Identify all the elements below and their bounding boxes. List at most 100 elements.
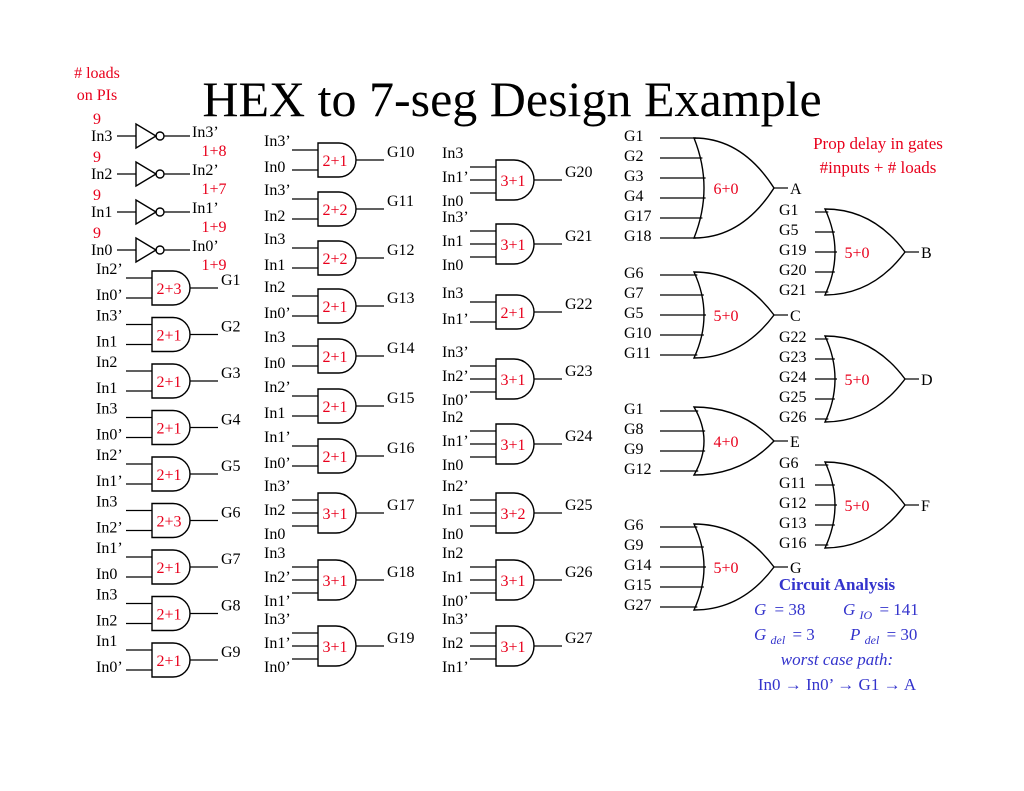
and-gate-symbol <box>317 288 357 324</box>
and-gate-cost: 2+1 <box>156 467 181 484</box>
or-gate-input-label: G8 <box>624 421 644 438</box>
and-gate-symbol <box>151 549 191 585</box>
or-gate-cost: 6+0 <box>713 181 738 198</box>
and-gate-cost: 2+1 <box>322 153 347 170</box>
analysis-heading: Circuit Analysis <box>779 575 896 594</box>
and-gate-symbol <box>495 223 535 265</box>
and-gate-g5: In2’In1’G52+1 <box>96 447 241 492</box>
and-gate-input-label: In1’ <box>442 169 469 186</box>
and-gate-input-label: In3’ <box>96 308 123 325</box>
and-gate-input-label: In0’ <box>96 659 123 676</box>
or-gate-input-label: G25 <box>779 389 807 406</box>
and-gate-input-label: In1’ <box>96 540 123 557</box>
and-gate-output-label: G7 <box>221 551 241 568</box>
and-gate-input-label: In3’ <box>264 182 291 199</box>
and-gate-cost: 2+1 <box>322 299 347 316</box>
or-gate-input-label: G4 <box>624 188 644 205</box>
or-gate-input-label: G26 <box>779 409 807 426</box>
worst-path-step-2: In0’ <box>806 675 834 694</box>
and-gate-symbol <box>495 559 535 601</box>
gate-count: G = 38 <box>754 600 805 619</box>
and-gate-g1: In2’In0’G12+3 <box>96 261 241 306</box>
and-gate-output-label: G15 <box>387 390 415 407</box>
inverter-cost: 1+9 <box>201 219 226 236</box>
prop-delay-value: = 30 <box>887 625 918 644</box>
and-gate-cost: 2+1 <box>156 328 181 345</box>
and-gate-output-label: G23 <box>565 363 593 380</box>
and-gate-input-label: In0 <box>442 457 463 474</box>
or-gate-cost: 5+0 <box>844 245 869 262</box>
and-gate-cost: 2+1 <box>500 305 525 322</box>
and-gate-input-label: In3’ <box>442 209 469 226</box>
and-gate-symbol <box>317 388 357 424</box>
or-gate-cost: 5+0 <box>844 498 869 515</box>
or-gate-input-label: G12 <box>779 495 807 512</box>
and-gate-cost: 2+1 <box>156 653 181 670</box>
inverter-output-label: In3’ <box>192 124 219 141</box>
and-gate-input-label: In3’ <box>442 611 469 628</box>
prop-delay: P del = 30 <box>849 625 917 648</box>
or-gate-output-label: F <box>921 498 930 515</box>
and-gate-input-label: In3 <box>96 401 117 418</box>
and-gate-output-label: G26 <box>565 564 593 581</box>
and-gate-cost: 2+1 <box>156 560 181 577</box>
or-gate-input-label: G1 <box>624 401 644 418</box>
arrow-right-icon: → <box>785 675 802 694</box>
arrow-right-icon: → <box>837 675 854 694</box>
and-gate-symbol <box>317 438 357 474</box>
and-gate-output-label: G13 <box>387 290 415 307</box>
and-gate-input-label: In0 <box>264 355 285 372</box>
inverter-symbol <box>135 160 158 188</box>
and-gate-cost: 3+1 <box>322 573 347 590</box>
page-title: HEX to 7-seg Design Example <box>202 71 821 127</box>
and-gate-input-label: In1 <box>96 334 117 351</box>
and-gate-output-label: G3 <box>221 365 241 382</box>
and-gate-input-label: In0’ <box>264 305 291 322</box>
and-gate-symbol <box>495 159 535 201</box>
and-gate-symbol <box>495 423 535 465</box>
or-gate-input-label: G16 <box>779 535 807 552</box>
and-gate-cost: 2+1 <box>156 374 181 391</box>
and-gate-symbol <box>317 338 357 374</box>
or-gate-cost: 4+0 <box>713 434 738 451</box>
and-gate-input-label: In0 <box>264 159 285 176</box>
or-gate-input-label: G21 <box>779 282 807 299</box>
and-gate-symbol <box>151 409 191 446</box>
or-gate-input-label: G1 <box>624 128 644 145</box>
inverter-symbol <box>135 122 158 150</box>
or-gate-input-label: G6 <box>624 265 644 282</box>
or-gate-cost: 5+0 <box>713 308 738 325</box>
or-gate-input-label: G23 <box>779 349 807 366</box>
gate-count-symbol: G <box>754 600 766 619</box>
and-gate-input-label: In1 <box>442 569 463 586</box>
or-gate-input-label: G12 <box>624 461 652 478</box>
and-gate-input-label: In3’ <box>442 344 469 361</box>
and-gate-input-label: In2 <box>96 354 117 371</box>
inverter-input-label: In0 <box>91 242 112 259</box>
gate-io-count: G IO = 141 <box>843 600 919 623</box>
and-gate-symbol <box>317 492 357 534</box>
and-gate-output-label: G18 <box>387 564 415 581</box>
and-gate-symbol <box>151 456 191 492</box>
pi-load-count: 9 <box>93 149 101 166</box>
and-gate-input-label: In1’ <box>442 659 469 676</box>
or-gate-input-label: G6 <box>779 455 799 472</box>
or-gate-input-label: G5 <box>779 222 799 239</box>
and-gate-cost: 3+2 <box>500 506 525 523</box>
and-gate-output-label: G9 <box>221 644 241 661</box>
prop-note-line-2: #inputs + # loads <box>820 158 937 177</box>
or-gate-symbol <box>692 406 775 476</box>
and-gate-input-label: In0’ <box>96 427 123 444</box>
